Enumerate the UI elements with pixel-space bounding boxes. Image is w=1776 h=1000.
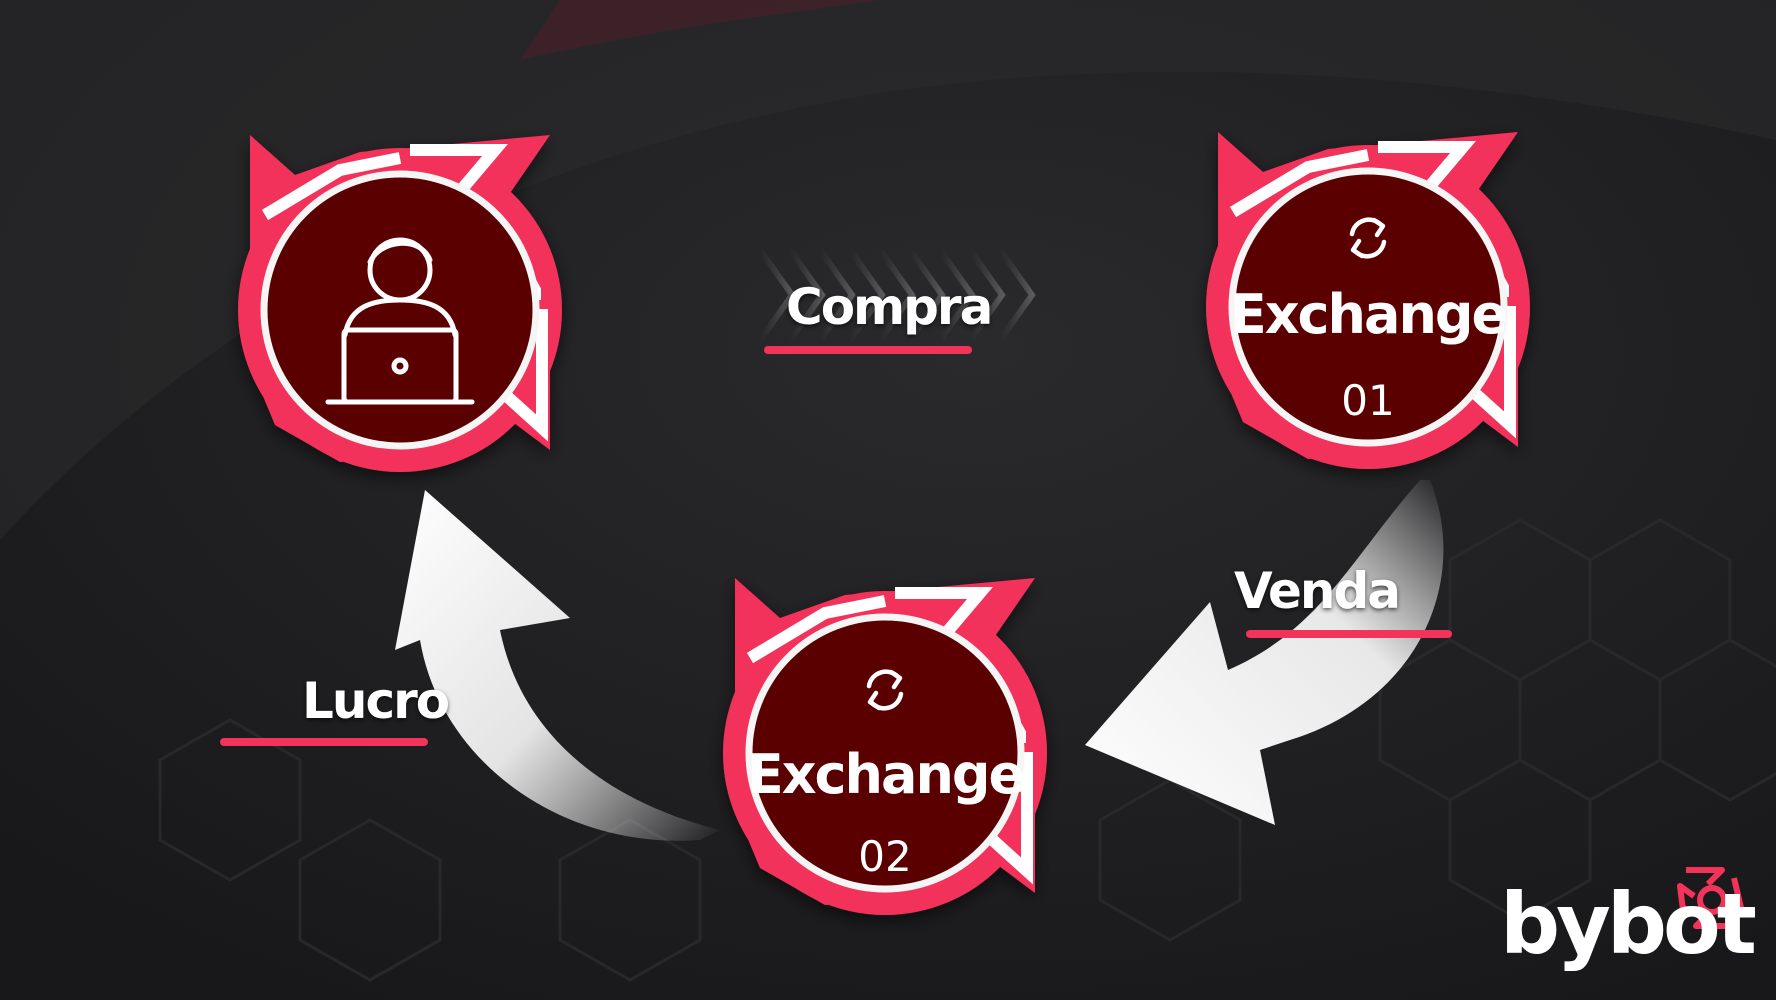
bybot-logo-icon — [1677, 867, 1745, 929]
chevron-arrows-icon — [757, 248, 1036, 342]
exchange-icon — [1349, 217, 1387, 259]
sell-label: Venda — [1234, 562, 1401, 620]
exchange-02-title: Exchange — [746, 743, 1025, 806]
background-swoosh — [0, 0, 1776, 540]
bybot-logo-text: bybot — [1500, 875, 1757, 973]
node-user — [238, 135, 562, 472]
sell-arrow — [1085, 480, 1444, 825]
exchange-icon — [866, 669, 904, 711]
exchange-02-number: 02 — [858, 832, 912, 881]
exchange-01-number: 01 — [1341, 376, 1395, 425]
user-laptop-icon — [325, 237, 475, 405]
profit-underline — [220, 738, 428, 746]
background-glow — [520, 0, 880, 60]
exchange-01-title: Exchange — [1229, 283, 1508, 346]
profit-arrow — [395, 490, 720, 841]
buy-underline — [764, 346, 972, 354]
profit-label: Lucro — [302, 672, 450, 730]
sell-underline — [1246, 630, 1452, 638]
buy-label: Compra — [786, 278, 993, 336]
